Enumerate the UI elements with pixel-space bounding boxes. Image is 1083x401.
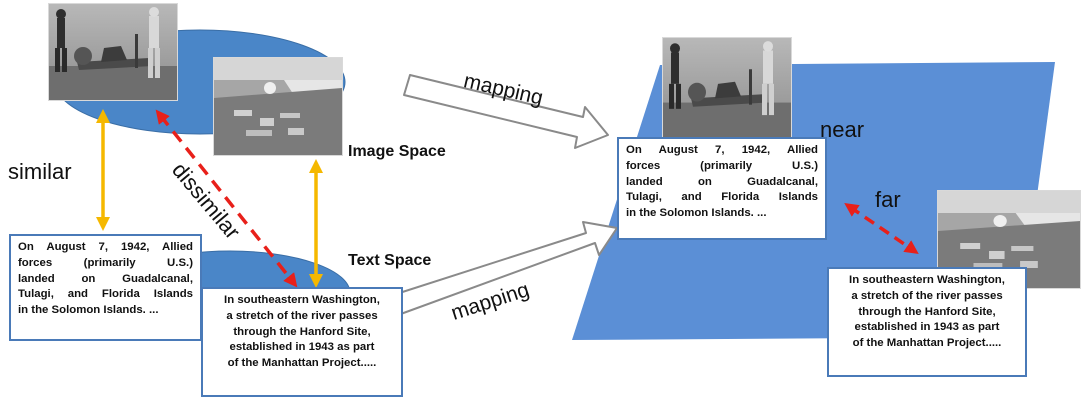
hanford-site-picture-mapped [938, 191, 1080, 288]
aircraft-carrier-picture [49, 4, 177, 100]
similar-label: similar [8, 159, 72, 184]
text-space-label: Text Space [348, 252, 432, 269]
far-label: far [875, 187, 901, 212]
hanford-mapped-line-2: a stretch of the river passes [851, 289, 1003, 302]
far-arrow [844, 203, 919, 254]
guadalcanal-mapped-line-1: On August 7, 1942, Allied [626, 144, 818, 156]
hanford-line-5: of the Manhattan Project..... [227, 357, 377, 370]
near-label: near [820, 117, 865, 142]
hanford-mapped-line-1: In southeastern Washington, [849, 274, 1005, 286]
hanford-line-4: established in 1943 as part [229, 341, 375, 354]
aircraft-carrier-photo [48, 3, 178, 101]
hanford-site-photo [213, 57, 343, 156]
guadalcanal-mapped-line-3: landed on Guadalcanal, [626, 175, 818, 188]
aircraft-carrier-picture-mapped [663, 38, 791, 138]
hanford-text-box: In southeastern Washington, a stretch of… [201, 287, 403, 397]
guadalcanal-line-2: forces (primarily U.S.) [18, 256, 193, 269]
image-space-label: Image Space [348, 143, 446, 160]
hanford-site-picture [214, 58, 342, 155]
guadalcanal-mapped-line-2: forces (primarily U.S.) [626, 159, 818, 172]
hanford-line-1: In southeastern Washington, [224, 294, 380, 306]
mapping-arrow-top [403, 74, 609, 149]
guadalcanal-line-1: On August 7, 1942, Allied [18, 241, 193, 253]
guadalcanal-line-5: in the Solomon Islands. ... [18, 304, 159, 317]
hanford-mapped-line-4: established in 1943 as part [854, 321, 1000, 334]
hanford-line-3: through the Hanford Site, [233, 325, 371, 338]
hanford-text-box-mapped: In southeastern Washington, a stretch of… [827, 267, 1027, 377]
dissimilar-arrow [155, 109, 298, 288]
aircraft-carrier-photo-mapped [662, 37, 792, 139]
guadalcanal-text-box-mapped: On August 7, 1942, Allied forces (primar… [617, 137, 827, 240]
guadalcanal-text-box: On August 7, 1942, Allied forces (primar… [9, 234, 202, 341]
guadalcanal-mapped-line-5: in the Solomon Islands. ... [626, 207, 767, 220]
hanford-mapped-line-3: through the Hanford Site, [858, 305, 996, 318]
guadalcanal-line-4: Tulagi, and Florida Islands [18, 288, 193, 301]
mapping-arrow-bottom [389, 221, 618, 316]
guadalcanal-line-3: landed on Guadalcanal, [18, 272, 193, 285]
hanford-site-photo-mapped [937, 190, 1081, 289]
hanford-mapped-line-5: of the Manhattan Project..... [852, 337, 1002, 350]
guadalcanal-mapped-line-4: Tulagi, and Florida Islands [626, 191, 818, 204]
hanford-line-2: a stretch of the river passes [226, 309, 378, 322]
